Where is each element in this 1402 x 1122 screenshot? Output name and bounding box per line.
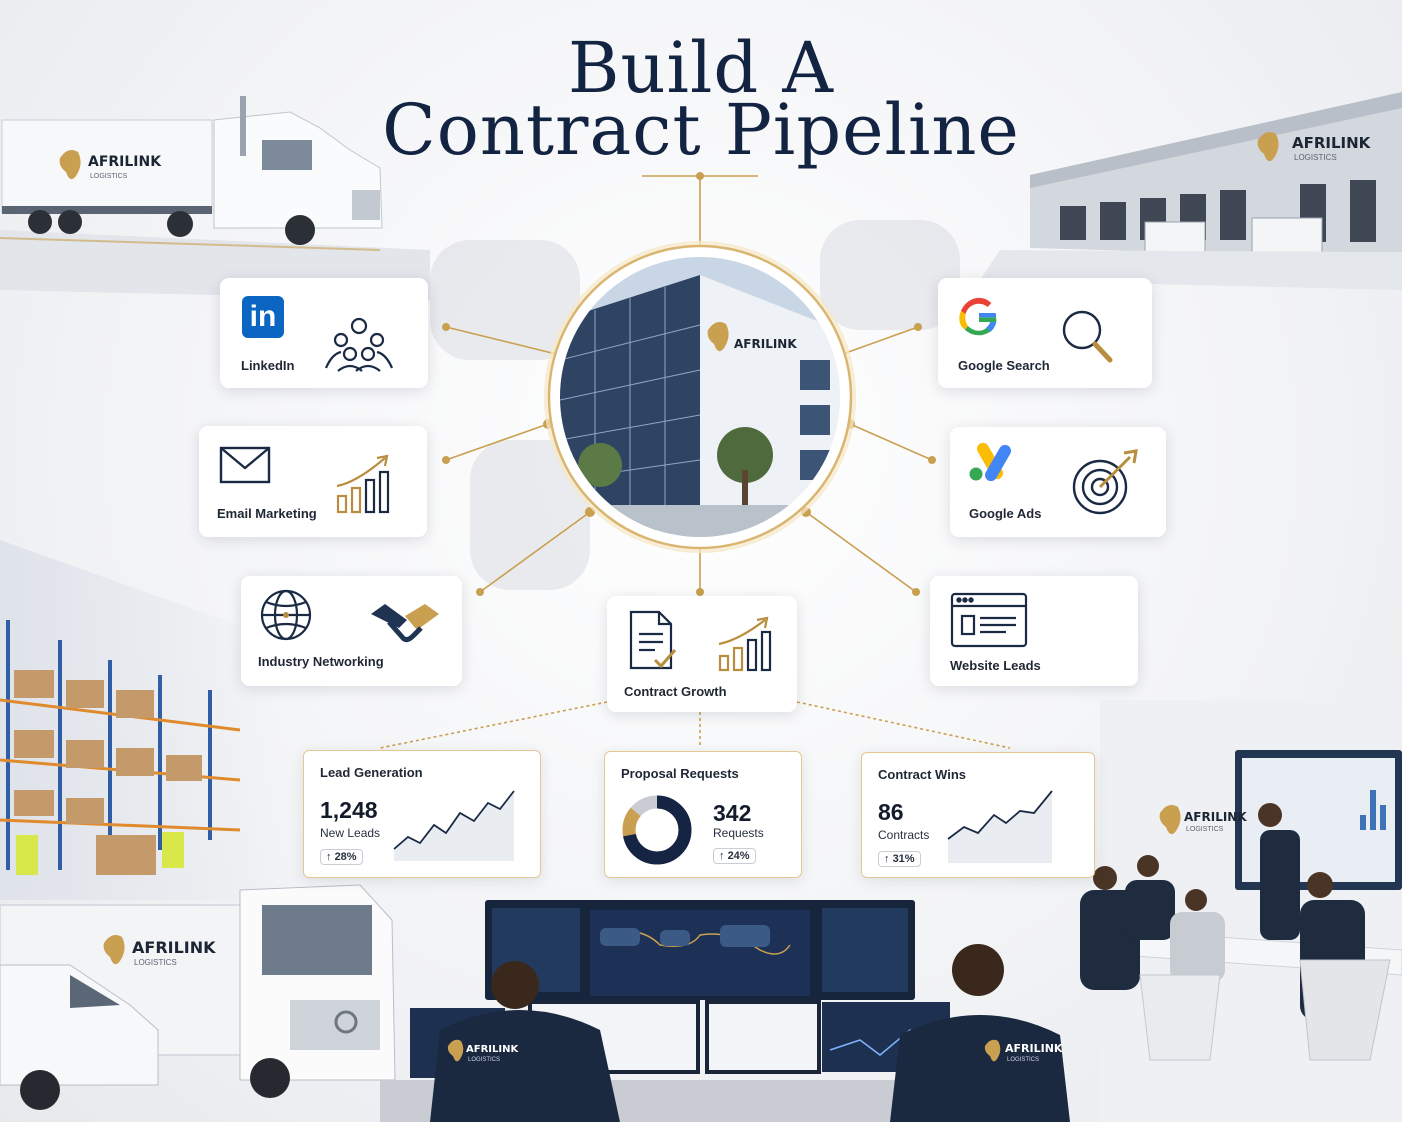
metric-change-badge: ↑ 28% (320, 849, 363, 865)
metric-change-badge: ↑ 31% (878, 851, 921, 867)
svg-text:AFRILINK: AFRILINK (466, 1044, 519, 1055)
card-label: Email Marketing (217, 506, 317, 521)
card-google-search[interactable]: Google Search (938, 278, 1152, 388)
card-email-marketing[interactable]: Email Marketing (199, 426, 427, 537)
contract-document-icon (629, 610, 677, 670)
google-ads-icon (969, 442, 1011, 481)
headquarters-medallion: AFRILINK (544, 241, 856, 553)
page-title-line1: Build A (568, 27, 834, 109)
metric-title: Contract Wins (878, 767, 966, 782)
proposal-donut-chart (622, 795, 692, 865)
metric-unit: Contracts (878, 828, 930, 842)
card-label: Contract Growth (624, 684, 727, 699)
truck-top-left: AFRILINK LOGISTICS (1, 96, 383, 245)
card-google-ads[interactable]: Google Ads (950, 427, 1166, 537)
truck-bottom-left: AFRILINK LOGISTICS (0, 884, 396, 1110)
envelope-icon (219, 446, 271, 484)
handshake-icon (371, 604, 439, 643)
control-room-center: AFRILINK LOGISTICS AFRILINK LOGISTICS (380, 900, 1070, 1122)
svg-text:LOGISTICS: LOGISTICS (1186, 826, 1224, 833)
svg-text:LOGISTICS: LOGISTICS (468, 1057, 500, 1063)
metric-change: 24% (727, 850, 750, 862)
metric-value: 86 (878, 799, 904, 825)
world-map-dots (430, 220, 960, 590)
card-industry-networking[interactable]: Industry Networking (241, 576, 462, 686)
connector-lines (379, 175, 1011, 749)
svg-text:LOGISTICS: LOGISTICS (134, 958, 177, 967)
metric-title: Proposal Requests (621, 766, 739, 781)
hq-brand-text: AFRILINK (734, 337, 797, 351)
wins-trend-sparkline (947, 790, 1053, 863)
card-label: LinkedIn (241, 358, 295, 373)
metric-change-badge: ↑ 24% (713, 848, 756, 864)
people-group-icon (324, 317, 394, 372)
card-label: Google Search (958, 358, 1050, 373)
metric-unit: New Leads (320, 826, 381, 840)
svg-text:LOGISTICS: LOGISTICS (90, 173, 128, 180)
card-linkedin[interactable]: in LinkedIn (220, 278, 428, 388)
card-contract-growth[interactable]: Contract Growth (607, 596, 797, 712)
card-label: Google Ads (969, 506, 1042, 521)
metric-change: 28% (334, 851, 357, 863)
globe-icon (260, 589, 312, 641)
card-label: Website Leads (950, 658, 1041, 673)
magnifier-icon (1062, 310, 1113, 363)
metric-value: 1,248 (320, 797, 378, 823)
svg-text:AFRILINK: AFRILINK (88, 154, 162, 170)
boardroom-right: AFRILINK LOGISTICS (1080, 700, 1402, 1122)
target-icon (1072, 449, 1138, 515)
metric-title: Lead Generation (320, 765, 423, 780)
card-website-leads[interactable]: Website Leads (930, 576, 1138, 686)
lead-trend-sparkline (393, 790, 515, 861)
metric-unit: Requests (713, 826, 764, 840)
metric-proposal-requests[interactable]: Proposal Requests 342 Requests ↑ 24% (604, 751, 802, 878)
svg-text:LOGISTICS: LOGISTICS (1007, 1057, 1039, 1063)
warehouse-racks-left (0, 540, 280, 900)
metric-change: 31% (892, 853, 915, 865)
google-icon (959, 297, 997, 336)
page-title-line2: Contract Pipeline (382, 89, 1020, 171)
svg-text:AFRILINK: AFRILINK (132, 938, 216, 957)
svg-text:AFRILINK: AFRILINK (1005, 1042, 1063, 1055)
svg-text:AFRILINK: AFRILINK (1184, 810, 1247, 824)
svg-text:AFRILINK: AFRILINK (1292, 134, 1372, 152)
metric-value: 342 (713, 800, 752, 826)
svg-text:LOGISTICS: LOGISTICS (1294, 153, 1337, 162)
bar-growth-icon (336, 454, 390, 514)
metric-contract-wins[interactable]: Contract Wins 86 Contracts ↑ 31% (861, 752, 1095, 878)
linkedin-icon: in (242, 296, 284, 338)
browser-window-icon (950, 592, 1028, 648)
bar-growth-icon (718, 616, 772, 672)
metric-lead-generation[interactable]: Lead Generation 1,248 New Leads ↑ 28% (303, 750, 541, 878)
card-label: Industry Networking (258, 654, 384, 669)
